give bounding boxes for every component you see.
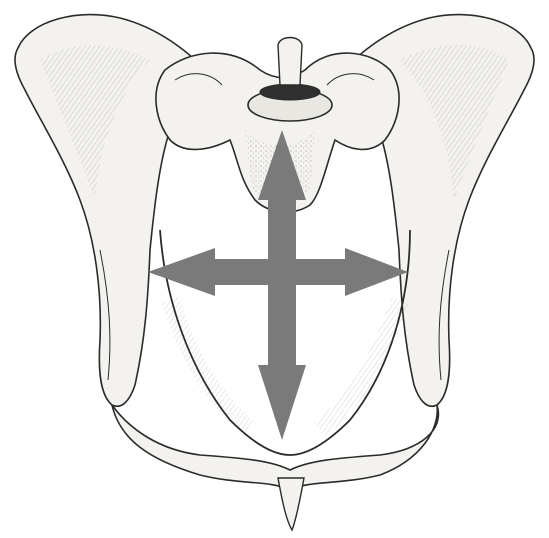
arrow-down-head	[258, 365, 306, 440]
vertical-shaft	[268, 185, 296, 395]
spinous-process	[278, 38, 302, 86]
coccyx	[278, 478, 304, 530]
arrow-left-head	[148, 248, 215, 296]
